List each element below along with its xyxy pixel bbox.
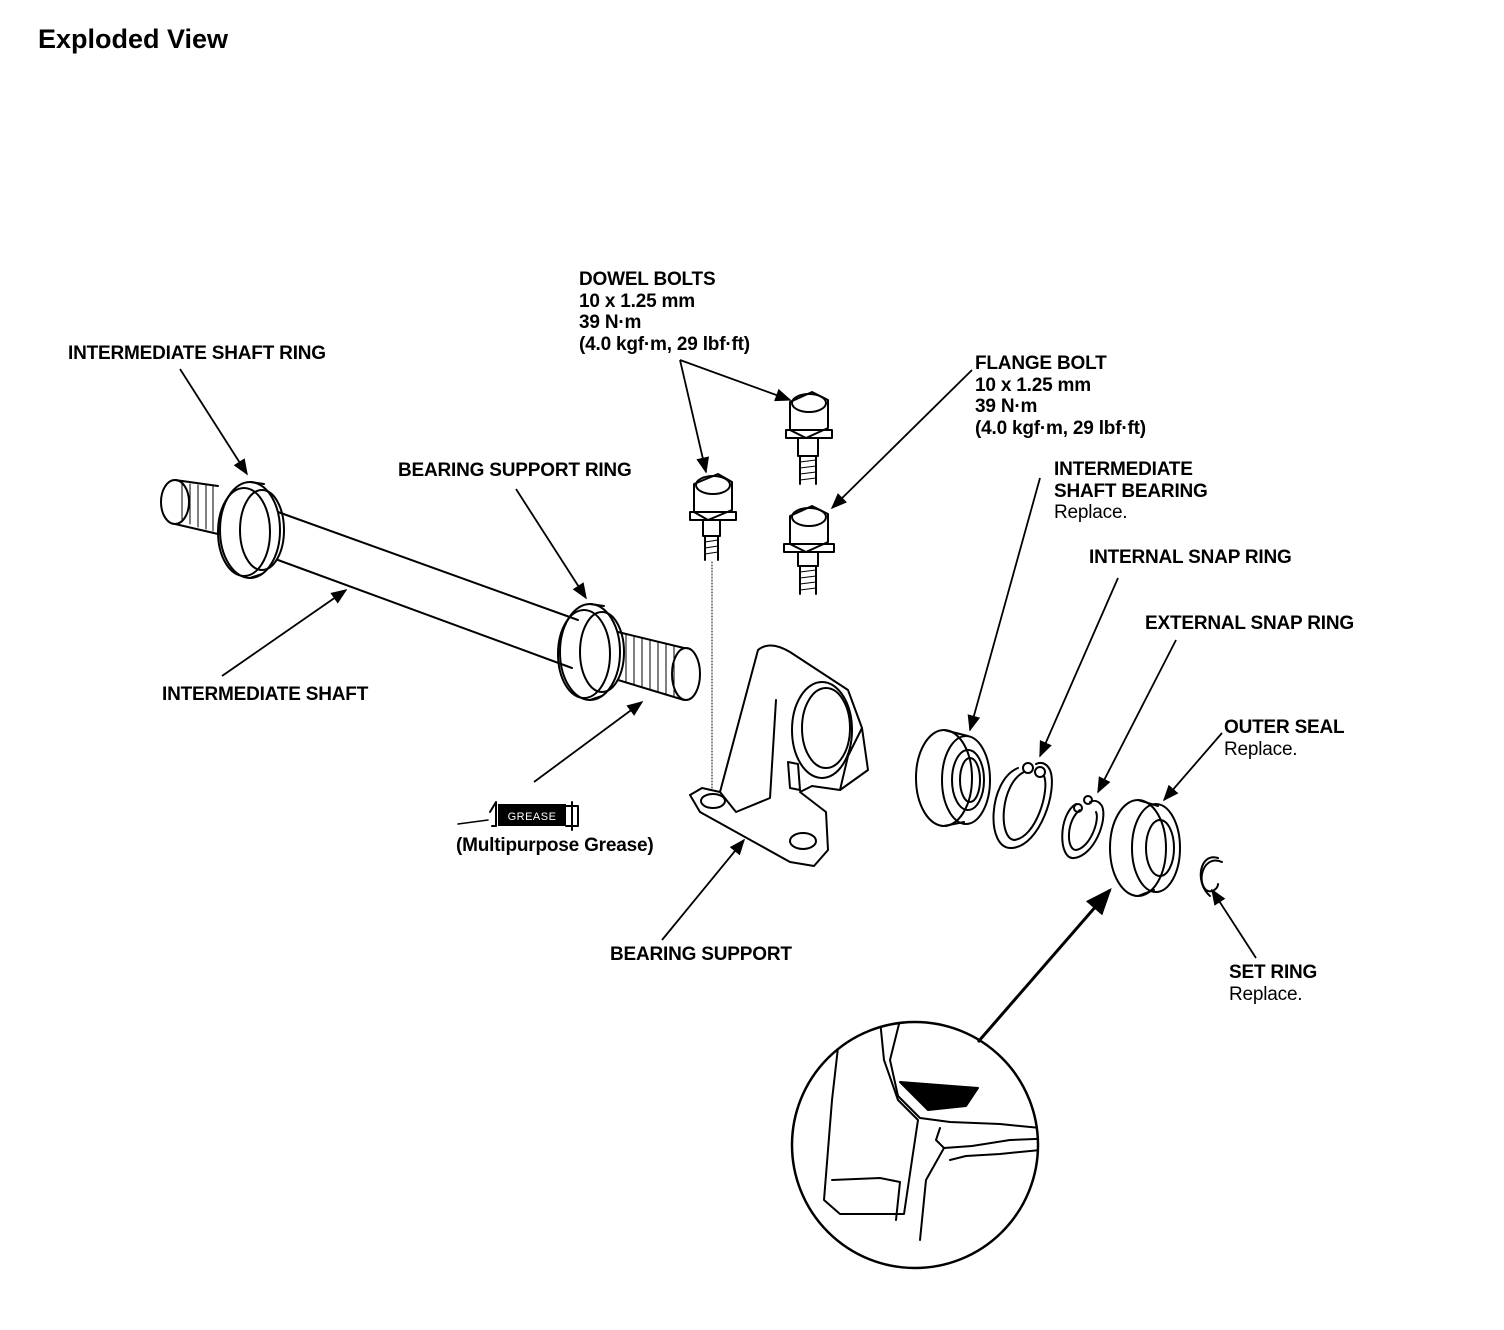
shaft-body [277,511,579,669]
set-ring-note: Replace. [1229,983,1303,1005]
label-outer-seal: OUTER SEAL Replace. [1224,717,1345,760]
bearing-support-ring-part [557,603,625,701]
label-external-snap-ring: EXTERNAL SNAP RING [1145,613,1354,634]
leader-detail-view [976,887,1112,1043]
intermediate-shaft-bearing-part [915,729,991,827]
leader-grease [533,701,644,783]
shaft-right-spline [617,631,701,701]
leader-internal-snap-ring [1039,577,1119,758]
leader-intermediate-shaft-ring [179,368,248,476]
leader-intermediate-shaft-bearing [967,477,1041,732]
intermediate-shaft-ring-part [217,481,285,579]
outer-seal-part [1109,799,1181,897]
dowel-bolts-size: 10 x 1.25 mm [579,290,695,312]
flange-bolt-size: 10 x 1.25 mm [975,374,1091,396]
grease-symbol [457,801,579,831]
set-ring-part [1199,856,1223,897]
label-dowel-bolts: DOWEL BOLTS 10 x 1.25 mm 39 N·m (4.0 kgf… [579,269,750,355]
leader-intermediate-shaft [221,589,348,677]
intermediate-shaft-bearing-line1: INTERMEDIATE [1054,459,1193,480]
flange-bolt [783,505,835,595]
dowel-bolt-left [689,473,737,791]
label-grease-note: (Multipurpose Grease) [456,835,654,856]
dowel-bolt-right [785,391,833,485]
grease-symbol-text: GREASE [508,811,557,823]
flange-bolt-torque-alt: (4.0 kgf·m, 29 lbf·ft) [975,417,1146,439]
shaft-left-spline [160,479,219,535]
dowel-bolts-torque-alt: (4.0 kgf·m, 29 lbf·ft) [579,333,750,355]
leader-set-ring [1211,888,1257,959]
label-bearing-support: BEARING SUPPORT [610,944,792,965]
leader-bearing-support-ring [515,488,587,600]
leader-bearing-support [661,838,746,941]
leader-outer-seal [1162,732,1223,802]
label-set-ring: SET RING Replace. [1229,962,1317,1005]
page-title: Exploded View [38,24,229,54]
leader-flange-bolt [830,369,973,510]
set-ring-name: SET RING [1229,962,1318,983]
intermediate-shaft-bearing-note: Replace. [1054,502,1128,523]
label-intermediate-shaft-bearing: INTERMEDIATE SHAFT BEARING Replace. [1054,459,1208,524]
dowel-bolts-torque: 39 N·m [579,312,642,333]
internal-snap-ring-part [992,761,1053,850]
label-bearing-support-ring: BEARING SUPPORT RING [398,460,632,481]
outer-seal-name: OUTER SEAL [1224,717,1345,738]
external-snap-ring-part [1061,795,1105,859]
leader-dowel-bolt-right [679,359,792,402]
flange-bolt-torque: 39 N·m [975,396,1038,417]
leader-dowel-bolt-left [679,359,710,474]
dowel-bolts-name: DOWEL BOLTS [579,269,716,290]
label-internal-snap-ring: INTERNAL SNAP RING [1089,547,1292,568]
label-intermediate-shaft: INTERMEDIATE SHAFT [162,684,369,705]
intermediate-shaft-bearing-line2: SHAFT BEARING [1054,480,1208,502]
label-intermediate-shaft-ring: INTERMEDIATE SHAFT RING [68,343,326,364]
label-flange-bolt: FLANGE BOLT 10 x 1.25 mm 39 N·m (4.0 kgf… [975,353,1146,439]
bearing-support-part [689,644,869,867]
leader-external-snap-ring [1097,639,1177,794]
intermediate-shaft [160,479,701,701]
outer-seal-note: Replace. [1224,738,1298,760]
detail-view [790,1020,1040,1270]
flange-bolt-name: FLANGE BOLT [975,353,1107,374]
leader-lines [179,359,1257,1043]
